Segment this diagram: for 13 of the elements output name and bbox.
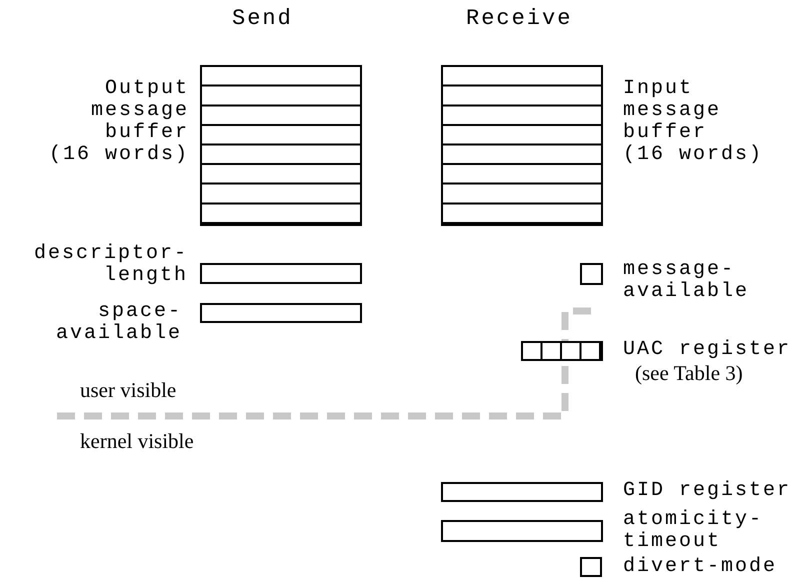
register-label: GID register: [623, 480, 792, 502]
register-label: message-available: [623, 259, 750, 303]
region-label: kernel visible: [80, 429, 194, 453]
column-heading: Send: [232, 8, 293, 30]
register-label: divert-mode: [623, 556, 778, 578]
register-label: space-available: [54, 301, 182, 345]
table-reference-note: (see Table 3): [634, 361, 744, 385]
register-label: Output message buffer (16 words): [48, 78, 189, 166]
region-label: user visible: [80, 378, 176, 402]
register-label: UAC register: [623, 339, 792, 361]
register-label: descriptor-length: [32, 243, 188, 287]
column-heading: Receive: [466, 8, 572, 30]
register-label: Input message buffer (16 words): [623, 78, 764, 166]
